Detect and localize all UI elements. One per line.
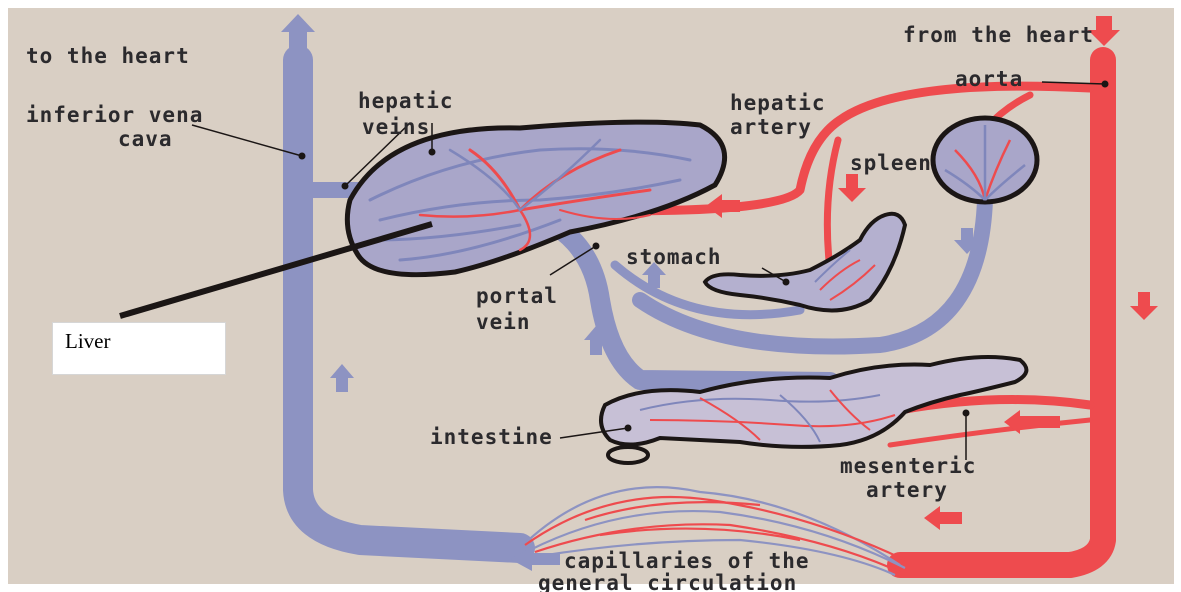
- label-stomach: stomach: [626, 245, 722, 269]
- label-intestine: intestine: [430, 425, 553, 449]
- label-from-the-heart: from the heart: [903, 23, 1094, 47]
- label-cava: cava: [118, 127, 173, 151]
- spleen-organ: [933, 118, 1037, 202]
- label-hepatic-veins-2: veins: [362, 115, 430, 139]
- label-capillaries: capillaries of the: [564, 549, 810, 573]
- label-artery: artery: [866, 478, 948, 502]
- label-mesenteric: mesenteric: [840, 454, 976, 478]
- label-hepatic-artery-1: hepatic: [730, 91, 826, 115]
- liver-callout-label: Liver: [65, 329, 110, 354]
- label-inferior-vena: inferior vena: [26, 103, 203, 127]
- label-general-circulation: general circulation: [538, 571, 797, 592]
- label-to-the-heart: to the heart: [26, 44, 190, 68]
- label-aorta: aorta: [955, 67, 1023, 91]
- label-hepatic-veins-1: hepatic: [358, 89, 454, 113]
- label-hepatic-artery-2: artery: [730, 115, 812, 139]
- label-vein: vein: [476, 310, 531, 334]
- label-portal: portal: [476, 284, 558, 308]
- liver-callout-box: Liver: [52, 322, 226, 375]
- label-spleen: spleen: [850, 151, 932, 175]
